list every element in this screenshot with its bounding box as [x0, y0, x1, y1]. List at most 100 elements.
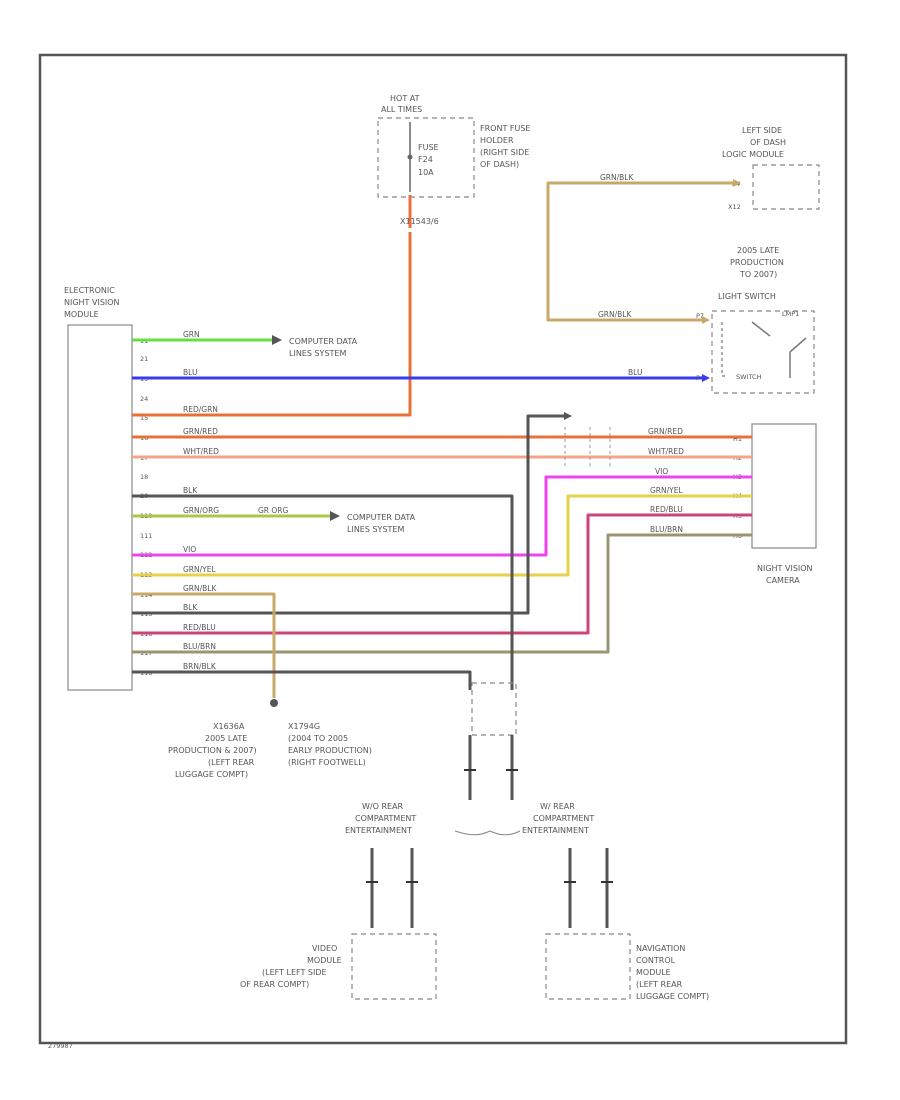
wire-label-brn-blk: BRN/BLK — [183, 662, 217, 671]
logic-module-group: LEFT SIDE OF DASH LOGIC MODULE P4 X12 — [722, 126, 820, 211]
lcm-label-1: LEFT SIDE — [742, 126, 782, 135]
fuse-node — [407, 154, 413, 160]
ground-b-line3: EARLY PRODUCTION) — [288, 746, 372, 755]
switch-contact-1 — [751, 321, 771, 337]
fuse-holder-line2: HOLDER — [480, 136, 514, 145]
wire-label-grn-blk-top: GRN/BLK — [600, 173, 634, 182]
wire-blu-brn — [132, 533, 752, 654]
wire-label-red-grn: RED/GRN — [183, 405, 218, 414]
night-vision-module: ELECTRONIC NIGHT VISION MODULE — [64, 286, 133, 691]
module-box — [67, 324, 133, 691]
wire-grn-yel — [132, 494, 752, 577]
wire-label-red-blu-right: RED/BLU — [650, 505, 683, 514]
nav-line1: NAVIGATION — [636, 944, 685, 953]
ground-point — [270, 699, 278, 707]
nav-line3: MODULE — [636, 968, 671, 977]
wire-label-vio-right: VIO — [655, 467, 668, 476]
fuse-label-3: 10A — [418, 168, 434, 177]
rear-compartment-labels: W/O REAR COMPARTMENT ENTERTAINMENT W/ RE… — [345, 802, 594, 836]
wire-label-red-blu-left: RED/BLU — [183, 623, 216, 632]
wire-tan-lcm-switch — [546, 181, 740, 322]
fuse-label-2: F24 — [418, 155, 433, 164]
nav-module-box — [545, 933, 631, 1000]
night-vision-camera: NIGHT VISION CAMERA H1 H2 H3 H4 H5 H6 — [733, 423, 817, 585]
fuse-hot-at-line2: ALL TIMES — [381, 105, 422, 114]
lcm-label-3: LOGIC MODULE — [722, 150, 784, 159]
rear-option-connector — [454, 830, 521, 836]
switch-note-2: PRODUCTION — [730, 258, 784, 267]
lcm-label-2: OF DASH — [750, 138, 786, 147]
computer-data-1-line1: COMPUTER DATA — [289, 337, 358, 346]
rear-left-line2: COMPARTMENT — [355, 814, 416, 823]
navigation-module: NAVIGATION CONTROL MODULE (LEFT REAR LUG… — [545, 933, 709, 1001]
wire-label-grn-blk-ground: GRN/BLK — [183, 584, 217, 593]
wire-label-grn-red-right: GRN/RED — [648, 427, 683, 436]
wire-red-blu — [132, 513, 752, 635]
wire-brn-blk — [132, 670, 472, 690]
arrow-blu-switch — [702, 374, 710, 382]
ground-b-line2: (2004 TO 2005 — [288, 734, 348, 743]
wire-blk-rear — [132, 494, 514, 690]
fuse-holder-line4: OF DASH) — [480, 160, 519, 169]
video-line2: MODULE — [307, 956, 342, 965]
switch-box — [711, 310, 815, 394]
module-label-1: ELECTRONIC — [64, 286, 115, 295]
fuse-connector-label: X11543/6 — [400, 217, 439, 226]
fuse-holder-box — [377, 117, 475, 198]
camera-label-2: CAMERA — [766, 576, 800, 585]
rear-right-line2: COMPARTMENT — [533, 814, 594, 823]
fuse-holder-line1: FRONT FUSE — [480, 124, 530, 133]
switch-label: LIGHT SWITCH — [718, 292, 776, 301]
lcm-pin-b: X12 — [728, 203, 741, 211]
rear-left-line3: ENTERTAINMENT — [345, 826, 412, 835]
wire-vio — [132, 475, 752, 557]
switch-note-1: 2005 LATE — [737, 246, 779, 255]
fuse-group: HOT AT ALL TIMES FUSE F24 10A FRONT FUSE… — [377, 94, 530, 226]
switch-note-3: TO 2007) — [739, 270, 777, 279]
switch-lamp-label: LMP1 — [782, 310, 799, 318]
wire-label-blu-brn-right: BLU/BRN — [650, 525, 683, 534]
ground-a-line5: LUGGAGE COMPT) — [175, 770, 248, 779]
wire-label-grn: GRN — [183, 330, 200, 339]
camera-pin: H1 — [733, 435, 742, 443]
video-line1: VIDEO — [312, 944, 337, 953]
wire-label-grn-yel-left: GRN/YEL — [183, 565, 216, 574]
wire-label-grn-yel-right: GRN/YEL — [650, 486, 683, 495]
wire-label-blu-left: BLU — [183, 368, 197, 377]
arrow-blk-camera — [564, 412, 572, 420]
wire-label-grn-org: GRN/ORG — [183, 506, 219, 515]
arrow-grn-org-computer — [330, 511, 340, 521]
fuse-label-1: FUSE — [418, 143, 439, 152]
video-module-box — [351, 933, 437, 1000]
camera-box — [751, 423, 817, 549]
pin-label: 21 — [140, 355, 148, 363]
wire-label-gr-org: GR ORG — [258, 506, 289, 515]
rear-right-line1: W/ REAR — [540, 802, 575, 811]
arrow-grn-computer — [272, 335, 282, 345]
wire-label-grn-red-left: GRN/RED — [183, 427, 218, 436]
camera-label-1: NIGHT VISION — [757, 564, 813, 573]
wire-label-blu-brn-left: BLU/BRN — [183, 642, 216, 651]
fuse-hot-at-line1: HOT AT — [390, 94, 420, 103]
wire-label-grn-blk-mid: GRN/BLK — [598, 310, 632, 319]
switch-contact-2 — [789, 337, 807, 353]
module-label-3: MODULE — [64, 310, 99, 319]
switch-internal-wire — [721, 322, 728, 377]
rear-right-line3: ENTERTAINMENT — [522, 826, 589, 835]
ground-a-line1: X1636A — [213, 722, 245, 731]
wire-label-blu-right: BLU — [628, 368, 642, 377]
module-label-2: NIGHT VISION — [64, 298, 120, 307]
figure-id: 279987 — [48, 1042, 73, 1050]
switch-term-label: SWITCH — [736, 373, 762, 381]
pin-label: 15 — [140, 414, 148, 422]
wire-label-wht-red-left: WHT/RED — [183, 447, 219, 456]
nav-line5: LUGGAGE COMPT) — [636, 992, 709, 1001]
ground-b-line4: (RIGHT FOOTWELL) — [288, 758, 366, 767]
computer-data-2-line1: COMPUTER DATA — [347, 513, 416, 522]
pin-label: 18 — [140, 473, 148, 481]
diagram-frame — [38, 53, 848, 1045]
rear-connector-box — [471, 682, 517, 736]
nav-line2: CONTROL — [636, 956, 676, 965]
wire-blk-camera — [132, 414, 566, 615]
wire-red-grn — [132, 232, 412, 417]
